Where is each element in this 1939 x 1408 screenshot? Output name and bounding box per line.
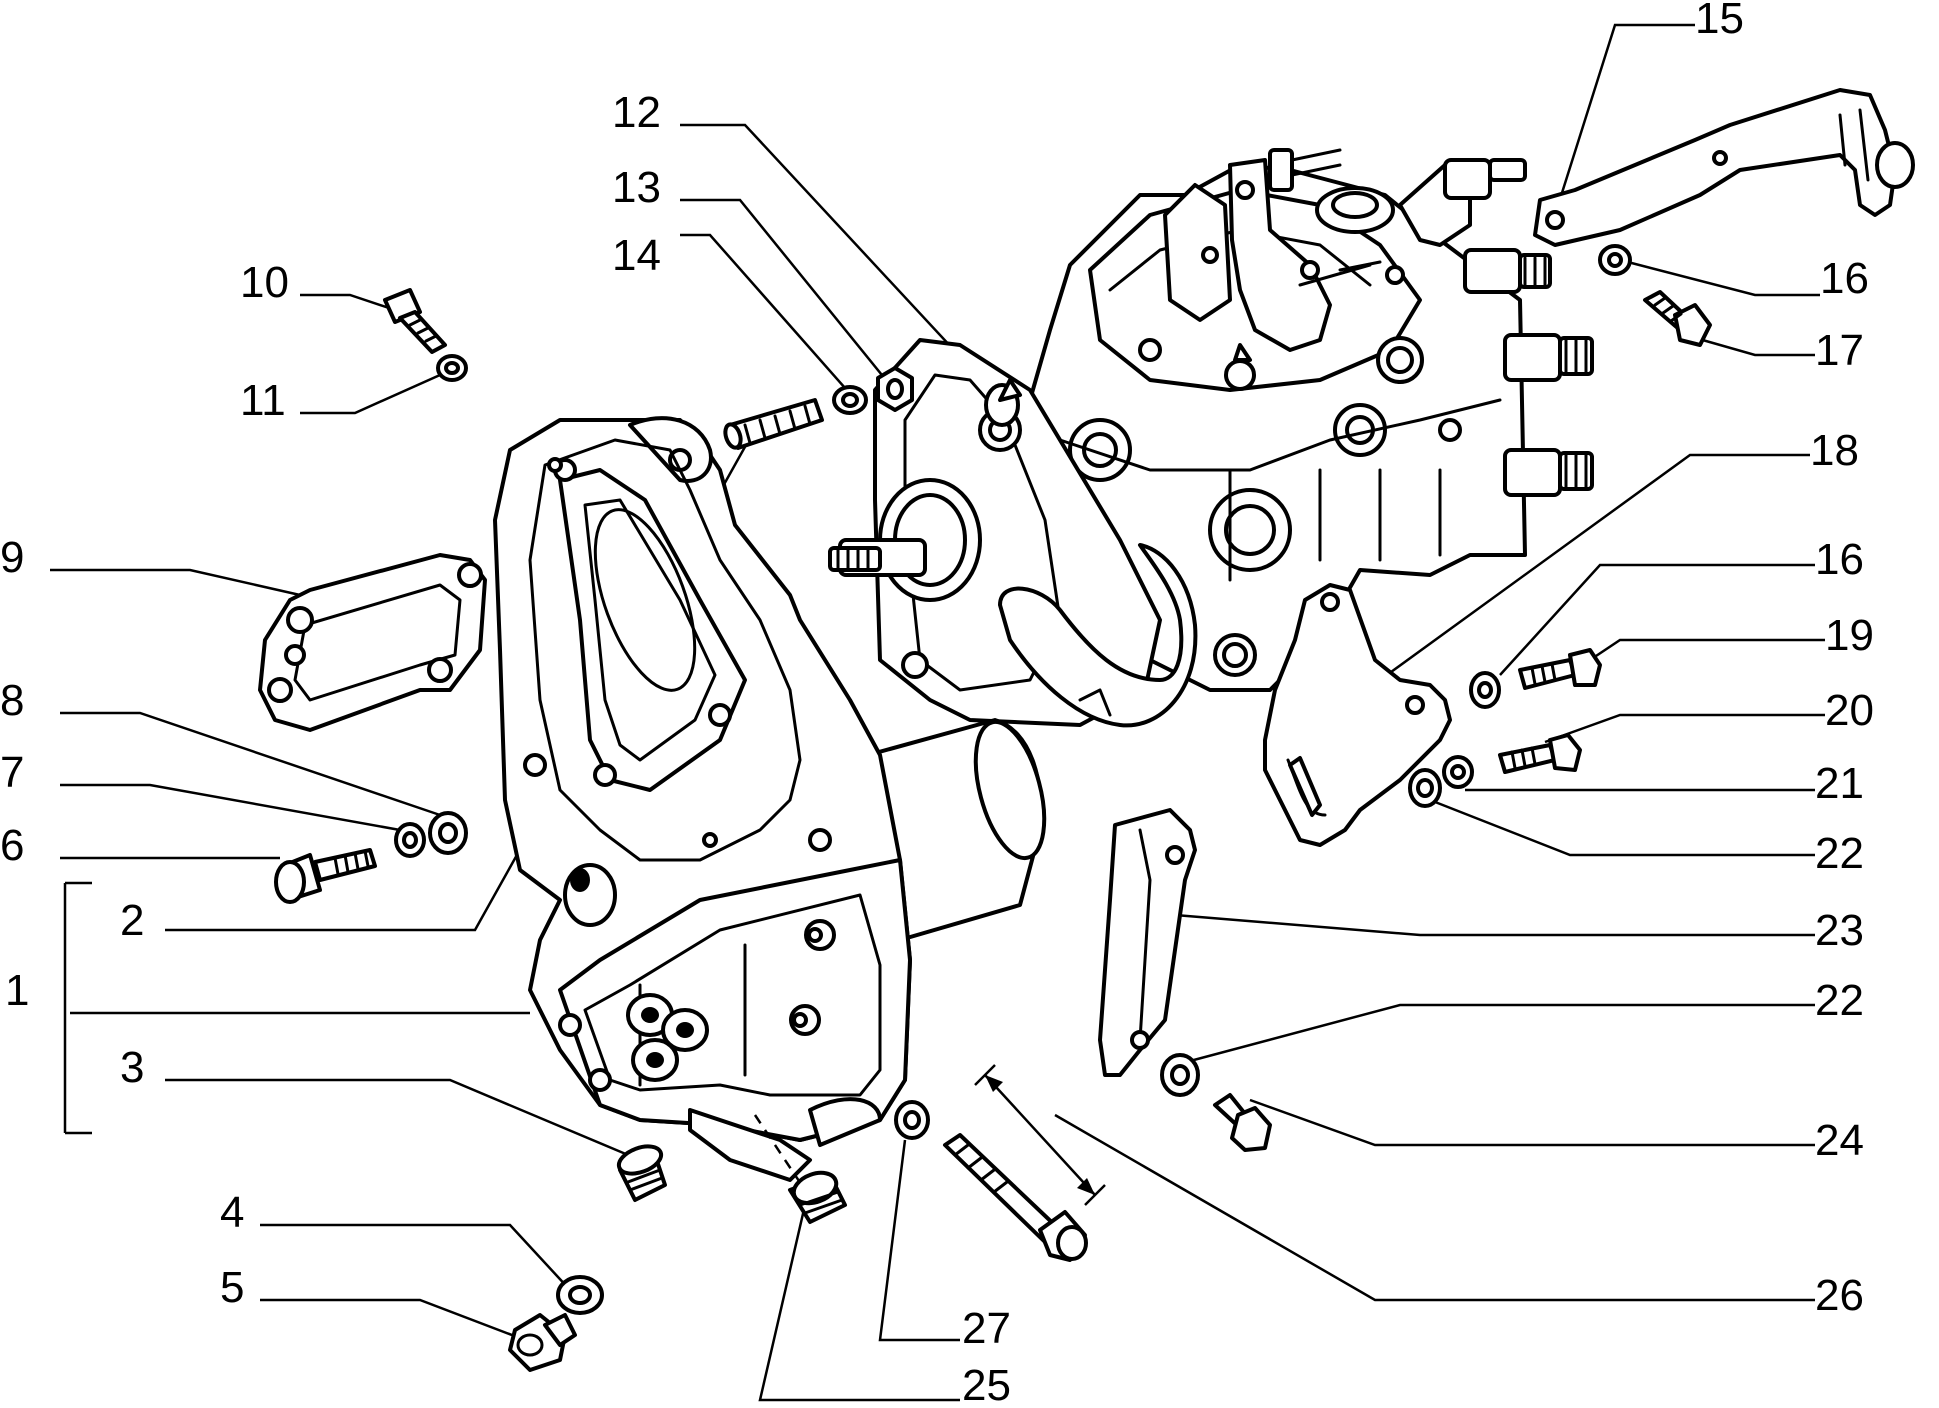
callout-23: 23: [1815, 906, 1864, 955]
callout-7: 7: [0, 748, 24, 797]
part-19-screw: [1518, 648, 1602, 690]
part-8-washer: [428, 811, 468, 855]
part-10-screw: [383, 288, 447, 354]
callout-17: 17: [1815, 326, 1864, 375]
part-3-plug: [616, 1144, 667, 1202]
callout-3: 3: [120, 1043, 144, 1092]
callout-12: 12: [612, 88, 661, 137]
callout-26: 26: [1815, 1271, 1864, 1320]
callout-5: 5: [220, 1263, 244, 1312]
part-15-bracket: [1533, 88, 1915, 247]
part-22-washer-b: [1160, 1053, 1200, 1097]
delivery-valve-holders: [1463, 248, 1594, 497]
part-9-gasket: [258, 553, 487, 732]
callout-18: 18: [1810, 426, 1859, 475]
support-housing: [493, 416, 1047, 1182]
callout-16a: 16: [1820, 254, 1869, 303]
part-14-washer: [832, 385, 868, 415]
callout-2: 2: [120, 896, 144, 945]
part-18-plate: [1263, 583, 1452, 847]
callout-8: 8: [0, 676, 24, 725]
part-20-screw: [1498, 733, 1582, 774]
callout-1: 1: [5, 966, 29, 1015]
callout-24: 24: [1815, 1116, 1864, 1165]
part-21-washer: [1442, 755, 1474, 789]
callout-11: 11: [240, 376, 286, 425]
callout-6: 6: [0, 821, 24, 870]
part-16-washer-b: [1469, 671, 1501, 709]
part-22-washer-a: [1408, 768, 1442, 808]
callout-13: 13: [612, 163, 661, 212]
part-2-stud: [723, 398, 824, 450]
callout-9: 9: [0, 533, 24, 582]
part-7-spring-washer: [394, 822, 426, 858]
callout-15: 15: [1695, 0, 1744, 43]
part-13-nut: [876, 366, 914, 412]
part-4-washer: [556, 1275, 604, 1315]
part-26-bolt: [943, 1064, 1106, 1262]
part-27-washer: [894, 1100, 930, 1140]
part-5-screw: [508, 1313, 577, 1372]
leader-lines: [50, 23, 1825, 1402]
part-25-plug: [788, 1170, 847, 1224]
part-11-washer: [436, 354, 468, 382]
callout-25: 25: [962, 1361, 1011, 1403]
pump-flange: [828, 338, 1198, 728]
housing-bosses: [626, 993, 709, 1082]
callout-14: 14: [612, 231, 661, 280]
callout-16b: 16: [1815, 535, 1864, 584]
callout-22a: 22: [1815, 829, 1864, 878]
callout-22b: 22: [1815, 976, 1864, 1025]
callout-21: 21: [1815, 759, 1864, 808]
part-6-screw: [274, 848, 377, 904]
callout-20: 20: [1825, 686, 1874, 735]
callout-27: 27: [962, 1304, 1011, 1353]
part-17-screw: [1643, 290, 1712, 347]
callout-19: 19: [1825, 611, 1874, 660]
part-24-screw: [1213, 1093, 1272, 1152]
part-23-bracket: [1098, 808, 1197, 1077]
part-16-washer-a: [1598, 244, 1632, 276]
injection-pump: [1018, 148, 1594, 692]
callout-labels: 1 2 3 4 5 6 7 8 9 10 11 12 13 14 15 16 1…: [0, 0, 1874, 1408]
callout-4: 4: [220, 1188, 244, 1237]
callout-10: 10: [240, 258, 289, 307]
part-12-stud-nut: [984, 378, 1022, 427]
